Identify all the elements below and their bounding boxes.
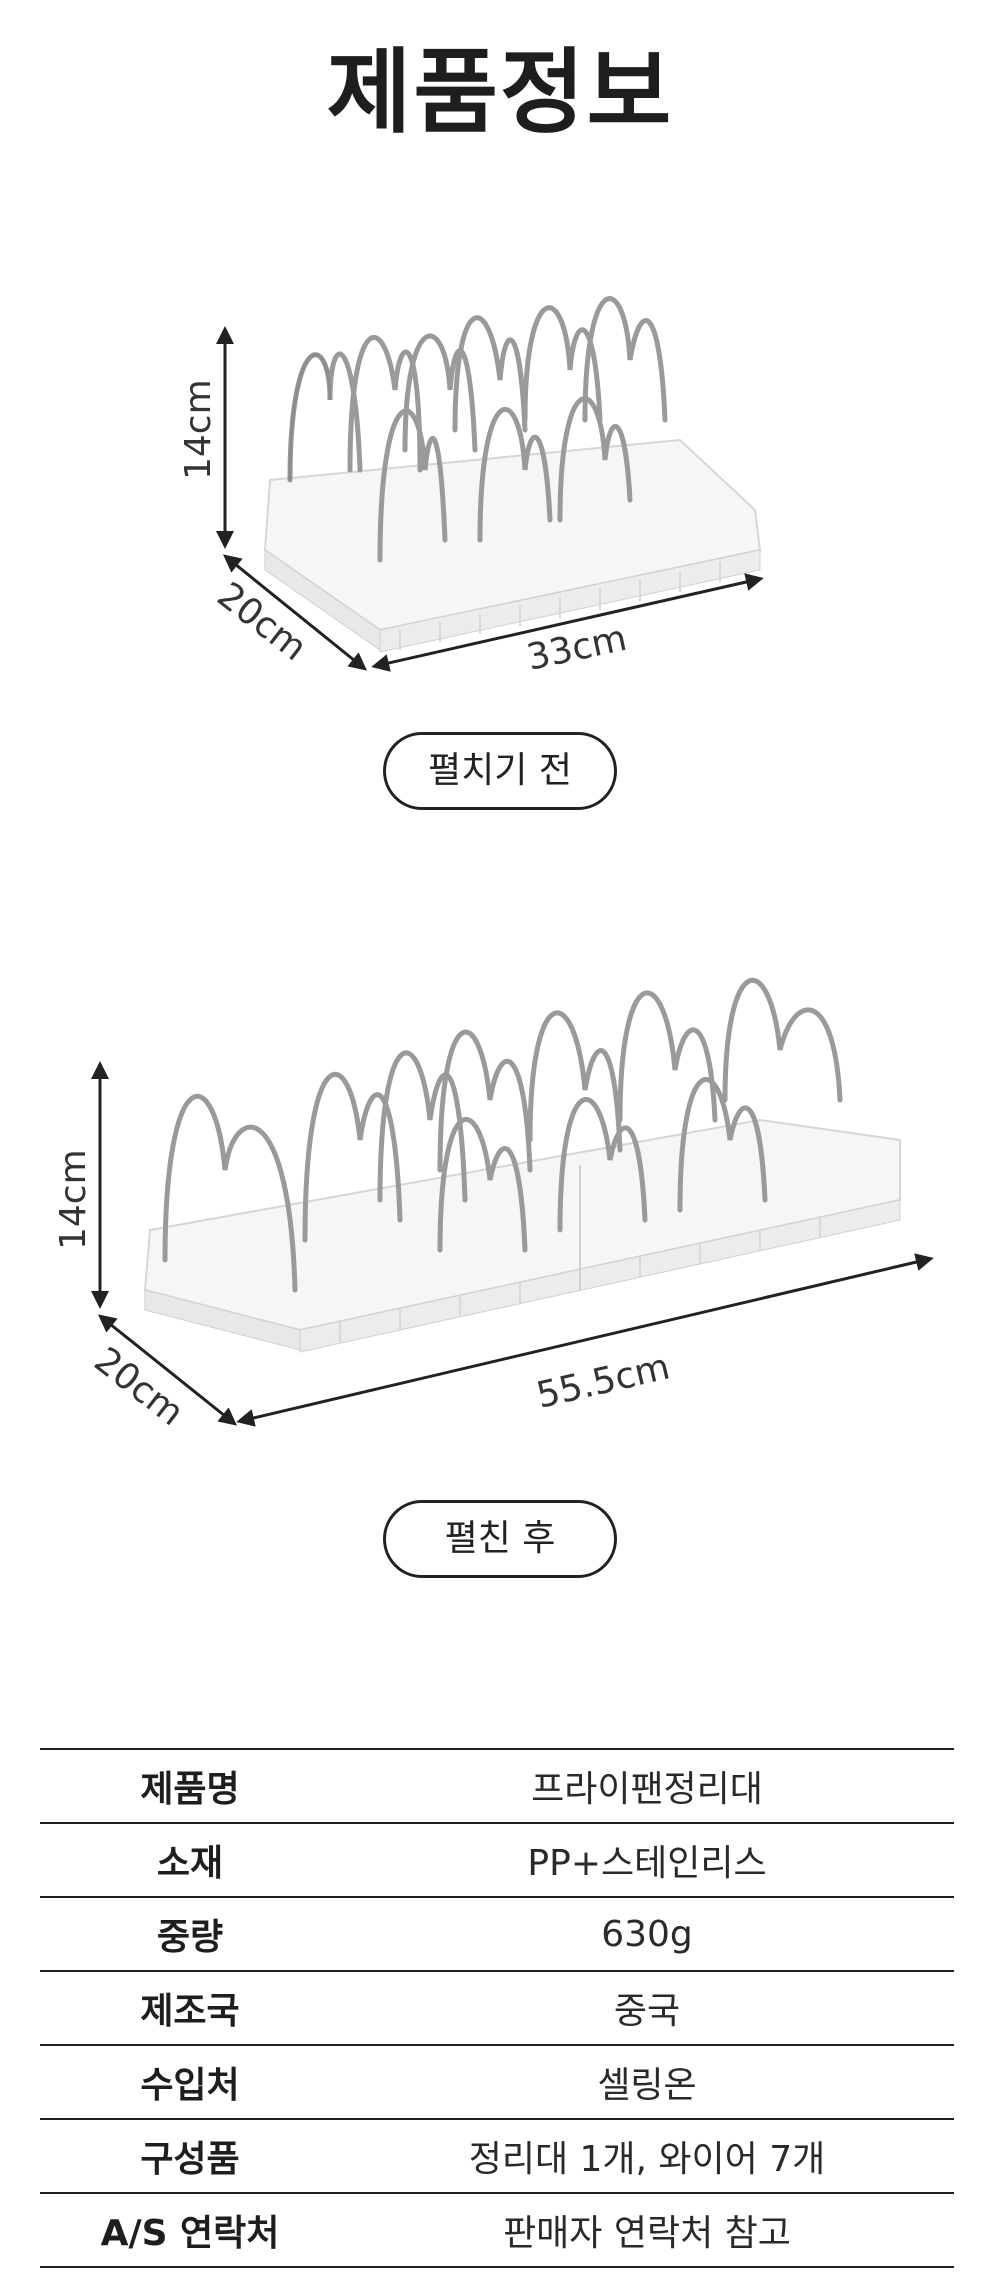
spec-table: 제품명 프라이팬정리대 소재 PP+스테인리스 중량 630g 제조국 중국 수… bbox=[40, 1748, 954, 2268]
spec-value: 프라이팬정리대 bbox=[340, 1748, 954, 1823]
spec-label: 소재 bbox=[40, 1822, 340, 1897]
width-label: 33cm bbox=[523, 618, 630, 679]
height-label: 14cm bbox=[53, 1149, 94, 1250]
spec-value: 중국 bbox=[340, 1970, 954, 2045]
depth-dimension-line bbox=[97, 1314, 238, 1426]
spec-label: 구성품 bbox=[40, 2118, 340, 2193]
table-row: A/S 연락처 판매자 연락처 참고 bbox=[40, 2192, 954, 2268]
spec-value: 정리대 1개, 와이어 7개 bbox=[340, 2118, 954, 2193]
caption-after: 펼친 후 bbox=[383, 1500, 617, 1578]
table-row: 수입처 셀링온 bbox=[40, 2044, 954, 2119]
table-row: 제품명 프라이팬정리대 bbox=[40, 1748, 954, 1823]
rack-illustration-after: 14cm 20cm 55.5cm bbox=[53, 977, 934, 1434]
spec-value: PP+스테인리스 bbox=[340, 1822, 954, 1897]
depth-dimension-line bbox=[222, 554, 368, 671]
width-label: 55.5cm bbox=[533, 1346, 674, 1416]
table-row: 소재 PP+스테인리스 bbox=[40, 1822, 954, 1897]
spec-label: 수입처 bbox=[40, 2044, 340, 2119]
spec-label: 제품명 bbox=[40, 1748, 340, 1823]
product-figure-after: 14cm 20cm 55.5cm bbox=[0, 960, 1000, 1460]
width-dimension-line bbox=[371, 573, 764, 672]
tray-base bbox=[263, 438, 762, 653]
rack-illustration-before: 14cm 20cm 33cm bbox=[178, 296, 764, 679]
table-row: 구성품 정리대 1개, 와이어 7개 bbox=[40, 2118, 954, 2193]
spec-label: 제조국 bbox=[40, 1970, 340, 2045]
depth-label: 20cm bbox=[86, 1340, 191, 1434]
spec-value: 판매자 연락처 참고 bbox=[340, 2192, 954, 2268]
spec-value: 셀링온 bbox=[340, 2044, 954, 2119]
product-figure-before: 14cm 20cm 33cm bbox=[0, 270, 1000, 690]
height-label: 14cm bbox=[178, 379, 219, 480]
spec-value: 630g bbox=[340, 1896, 954, 1971]
caption-before: 펼치기 전 bbox=[383, 732, 617, 810]
spec-label: 중량 bbox=[40, 1896, 340, 1971]
wire-dividers bbox=[287, 296, 668, 563]
table-row: 중량 630g bbox=[40, 1896, 954, 1971]
wire-dividers-extended bbox=[162, 977, 843, 1293]
page-title: 제품정보 bbox=[326, 39, 674, 146]
spec-label: A/S 연락처 bbox=[40, 2192, 340, 2268]
width-dimension-line bbox=[236, 1253, 934, 1427]
table-row: 제조국 중국 bbox=[40, 1970, 954, 2045]
